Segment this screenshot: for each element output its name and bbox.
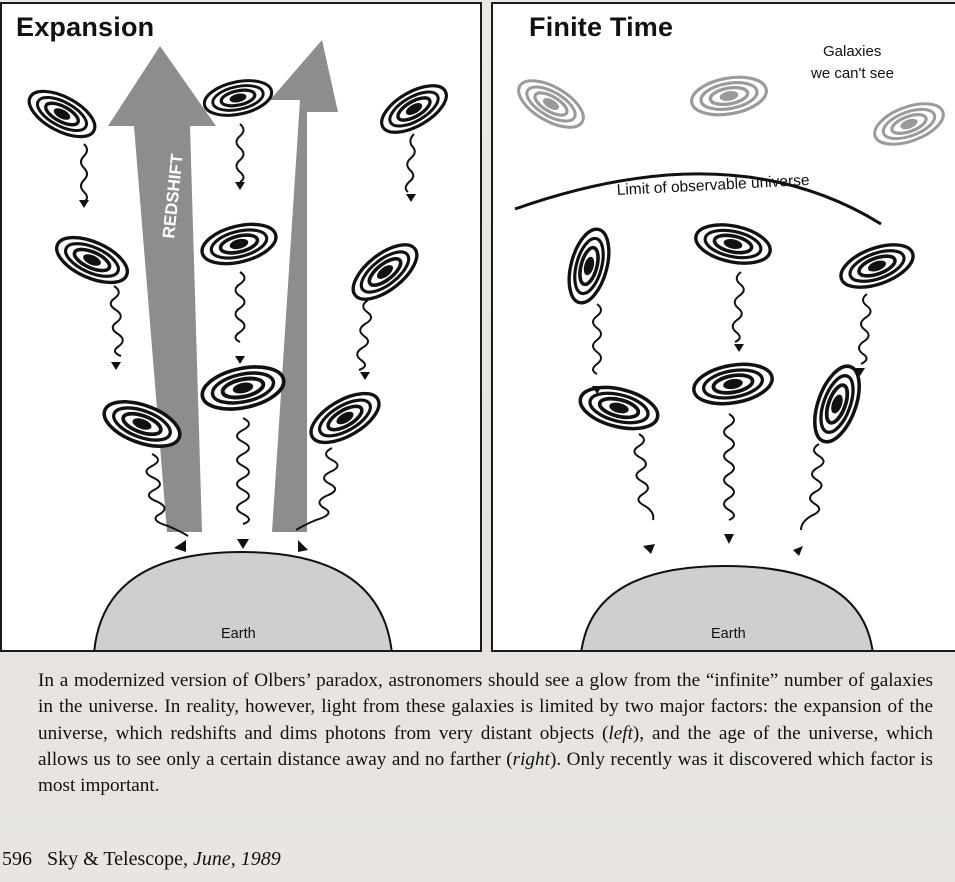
galaxy-icon bbox=[342, 232, 428, 312]
figure-caption: In a modernized version of Olbers’ parad… bbox=[38, 668, 933, 799]
galaxy-icon bbox=[48, 226, 136, 294]
galaxy-icon bbox=[560, 223, 618, 309]
earth-planet bbox=[93, 550, 393, 650]
galaxy-icon bbox=[372, 74, 456, 144]
finite-time-panel: Finite Time Galaxies we can't see Limit … bbox=[491, 2, 955, 652]
light-paths bbox=[80, 123, 416, 537]
expansion-illustration: REDSHIFT REDSHIFT bbox=[20, 40, 456, 650]
galaxy-icon bbox=[301, 381, 389, 455]
page-number: 596 bbox=[2, 848, 32, 870]
galaxy-icon bbox=[833, 234, 921, 298]
galaxy-icon bbox=[196, 215, 282, 273]
redshift-arrow-2 bbox=[270, 40, 338, 532]
caption-text-3: ). Only recently was it discovered which… bbox=[38, 748, 933, 797]
light-paths bbox=[592, 271, 872, 531]
earth-label: Earth bbox=[221, 626, 256, 642]
page-footer: 596 Sky & Telescope, June, 1989 bbox=[2, 848, 281, 871]
galaxy-icon bbox=[20, 80, 104, 148]
expansion-title: Expansion bbox=[16, 12, 155, 42]
expansion-panel: Expansion REDSHIFT REDSHIFT bbox=[0, 2, 482, 652]
redshift-arrow-1 bbox=[108, 46, 216, 532]
galaxy-icon bbox=[690, 216, 776, 272]
galaxy-icon bbox=[574, 378, 664, 438]
caption-italic-right: right bbox=[512, 748, 550, 770]
earth-planet bbox=[580, 564, 874, 650]
caption-italic-left: left bbox=[608, 722, 633, 744]
earth-label: Earth bbox=[711, 626, 746, 642]
distant-galaxy-icon bbox=[867, 94, 951, 154]
caption-text-1: In a modernized version of Olbers’ parad… bbox=[38, 670, 933, 744]
arrowheads bbox=[79, 182, 416, 552]
issue-date: June, 1989 bbox=[193, 848, 281, 870]
galaxy-icon bbox=[196, 358, 290, 418]
distant-galaxy-icon bbox=[509, 69, 593, 139]
redshift-label-2: REDSHIFT bbox=[306, 145, 342, 233]
observable-limit-arc bbox=[514, 172, 882, 226]
finite-time-title: Finite Time bbox=[529, 12, 674, 42]
arrowheads bbox=[592, 344, 865, 556]
galaxies-label-line1: Galaxies bbox=[823, 43, 881, 60]
galaxy-icon bbox=[688, 356, 778, 412]
finite-time-illustration: Galaxies we can't see Limit of observabl… bbox=[509, 43, 951, 650]
galaxy-icon bbox=[199, 73, 277, 123]
distant-galaxy-icon bbox=[686, 70, 772, 122]
galaxies-label-line2: we can't see bbox=[810, 65, 894, 82]
caption-text-2: ), and the age of the universe, which al… bbox=[38, 722, 933, 770]
magazine-name: Sky & Telescope, bbox=[47, 848, 188, 870]
